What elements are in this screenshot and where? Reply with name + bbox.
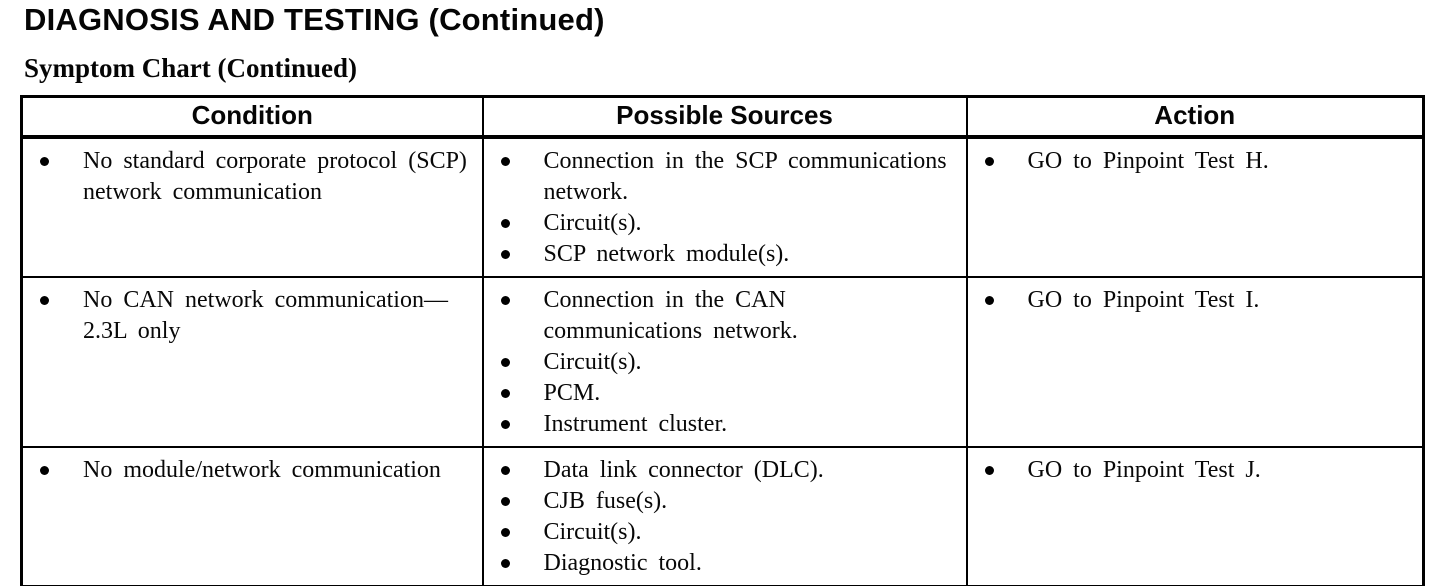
bullet-icon (500, 528, 510, 537)
source-text: Connection in the CAN communications net… (543, 287, 798, 344)
bullet-icon (500, 466, 510, 475)
list-item: PCM. (484, 378, 958, 409)
bullet-icon (500, 219, 510, 228)
source-text: Circuit(s). (543, 349, 642, 375)
bullet-icon (40, 296, 49, 305)
list-item: GO to Pinpoint Test H. (968, 146, 1415, 177)
list-item: Instrument cluster. (484, 409, 958, 440)
list-item: SCP network module(s). (484, 239, 958, 270)
bullet-icon (500, 358, 510, 367)
action-text: GO to Pinpoint Test J. (1027, 457, 1261, 483)
list-item: Data link connector (DLC). (484, 455, 958, 486)
condition-cell: No CAN network communication— 2.3L only (20, 276, 484, 448)
condition-cell: No standard corporate protocol (SCP) net… (20, 136, 484, 278)
condition-cell: No module/network communication (20, 446, 484, 586)
source-text: Instrument cluster. (543, 411, 728, 437)
list-item: Circuit(s). (484, 517, 958, 548)
source-text: PCM. (543, 380, 601, 406)
bullet-icon (984, 296, 994, 305)
table-row: No standard corporate protocol (SCP) net… (20, 136, 1425, 278)
list-item: GO to Pinpoint Test J. (968, 455, 1415, 486)
list-item: Connection in the SCP communications net… (484, 146, 958, 208)
bullet-icon (500, 296, 510, 305)
bullet-icon (500, 420, 510, 429)
source-text: CJB fuse(s). (543, 488, 668, 514)
sources-cell: Connection in the SCP communications net… (481, 136, 968, 278)
list-item: No module/network communication (23, 455, 474, 486)
action-list: GO to Pinpoint Test J. (968, 455, 1415, 486)
source-text: Circuit(s). (543, 210, 642, 236)
list-item: GO to Pinpoint Test I. (968, 285, 1415, 316)
bullet-icon (500, 389, 510, 398)
sources-cell: Connection in the CAN communications net… (481, 276, 968, 448)
condition-list: No CAN network communication— 2.3L only (23, 285, 474, 347)
action-cell: GO to Pinpoint Test J. (965, 446, 1425, 586)
source-text: SCP network module(s). (543, 241, 790, 267)
list-item: No CAN network communication— 2.3L only (23, 285, 474, 347)
bullet-icon (500, 157, 510, 166)
bullet-icon (40, 157, 49, 166)
table-header-row: Condition Possible Sources Action (20, 95, 1425, 139)
condition-text: No standard corporate protocol (SCP) net… (83, 148, 467, 205)
list-item: CJB fuse(s). (484, 486, 958, 517)
source-text: Diagnostic tool. (543, 550, 702, 576)
list-item: Connection in the CAN communications net… (484, 285, 958, 347)
column-header-condition: Condition (20, 95, 484, 139)
action-list: GO to Pinpoint Test H. (968, 146, 1415, 177)
sources-list: Connection in the CAN communications net… (484, 285, 958, 440)
column-header-sources: Possible Sources (481, 95, 968, 139)
condition-list: No standard corporate protocol (SCP) net… (23, 146, 474, 208)
condition-list: No module/network communication (23, 455, 474, 486)
source-text: Connection in the SCP communications net… (543, 148, 947, 205)
action-cell: GO to Pinpoint Test H. (965, 136, 1425, 278)
condition-text: No CAN network communication— 2.3L only (83, 287, 448, 344)
action-text: GO to Pinpoint Test H. (1027, 148, 1269, 174)
bullet-icon (500, 559, 510, 568)
sources-cell: Data link connector (DLC). CJB fuse(s). … (481, 446, 968, 586)
symptom-chart-table: Condition Possible Sources Action No sta… (20, 95, 1425, 586)
list-item: Circuit(s). (484, 208, 958, 239)
sources-list: Connection in the SCP communications net… (484, 146, 958, 270)
sources-list: Data link connector (DLC). CJB fuse(s). … (484, 455, 958, 579)
condition-text: No module/network communication (83, 457, 441, 483)
bullet-icon (500, 497, 510, 506)
source-text: Circuit(s). (543, 519, 642, 545)
table-row: No module/network communication Data lin… (20, 446, 1425, 586)
bullet-icon (500, 250, 510, 259)
action-list: GO to Pinpoint Test I. (968, 285, 1415, 316)
page-title: DIAGNOSIS AND TESTING (Continued) (24, 2, 605, 37)
bullet-icon (40, 466, 49, 475)
source-text: Data link connector (DLC). (543, 457, 824, 483)
action-cell: GO to Pinpoint Test I. (965, 276, 1425, 448)
list-item: Circuit(s). (484, 347, 958, 378)
list-item: No standard corporate protocol (SCP) net… (23, 146, 474, 208)
column-header-action: Action (965, 95, 1425, 139)
table-row: No CAN network communication— 2.3L only … (20, 276, 1425, 448)
list-item: Diagnostic tool. (484, 548, 958, 579)
section-subtitle: Symptom Chart (Continued) (24, 53, 358, 83)
bullet-icon (984, 157, 994, 166)
bullet-icon (984, 466, 994, 475)
action-text: GO to Pinpoint Test I. (1027, 287, 1260, 313)
